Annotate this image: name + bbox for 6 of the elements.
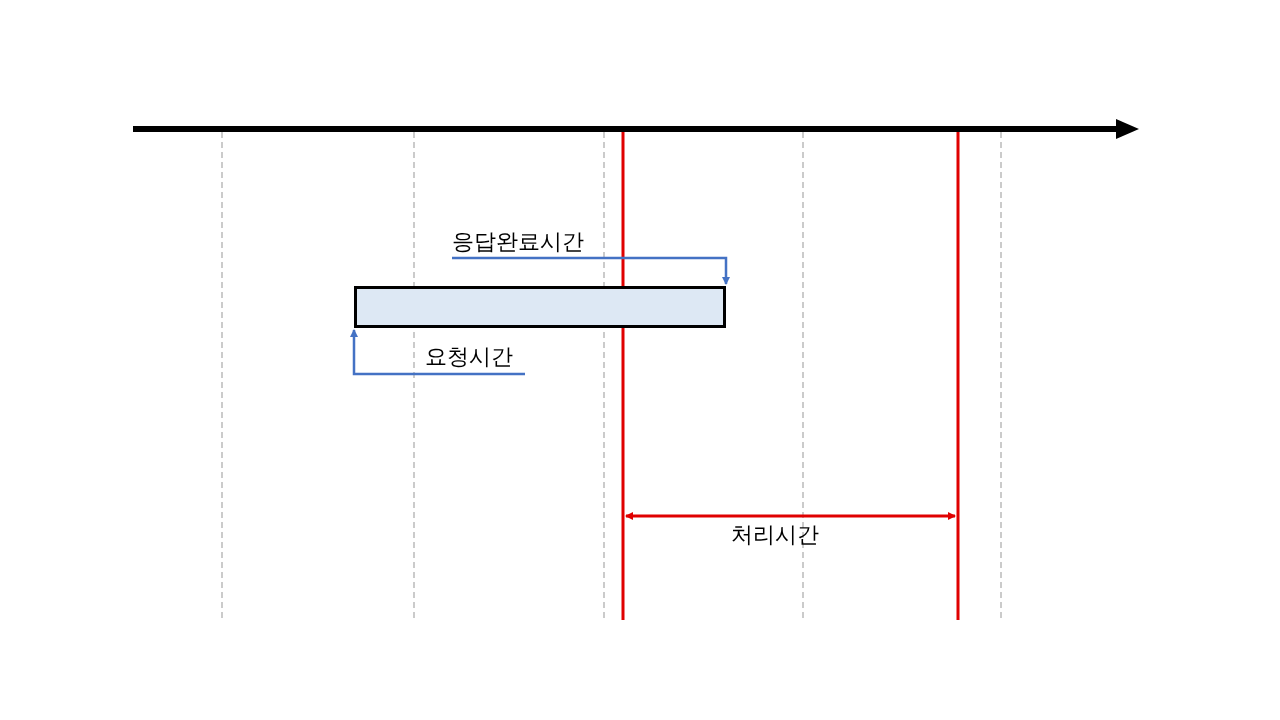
- leader-line: [452, 256, 730, 285]
- dimension-label: 처리시간: [731, 521, 819, 549]
- time-label: 응답완료시간: [452, 227, 598, 257]
- leader-line: [350, 329, 525, 376]
- time-bar: [354, 286, 726, 328]
- time-label: 요청시간: [425, 342, 525, 372]
